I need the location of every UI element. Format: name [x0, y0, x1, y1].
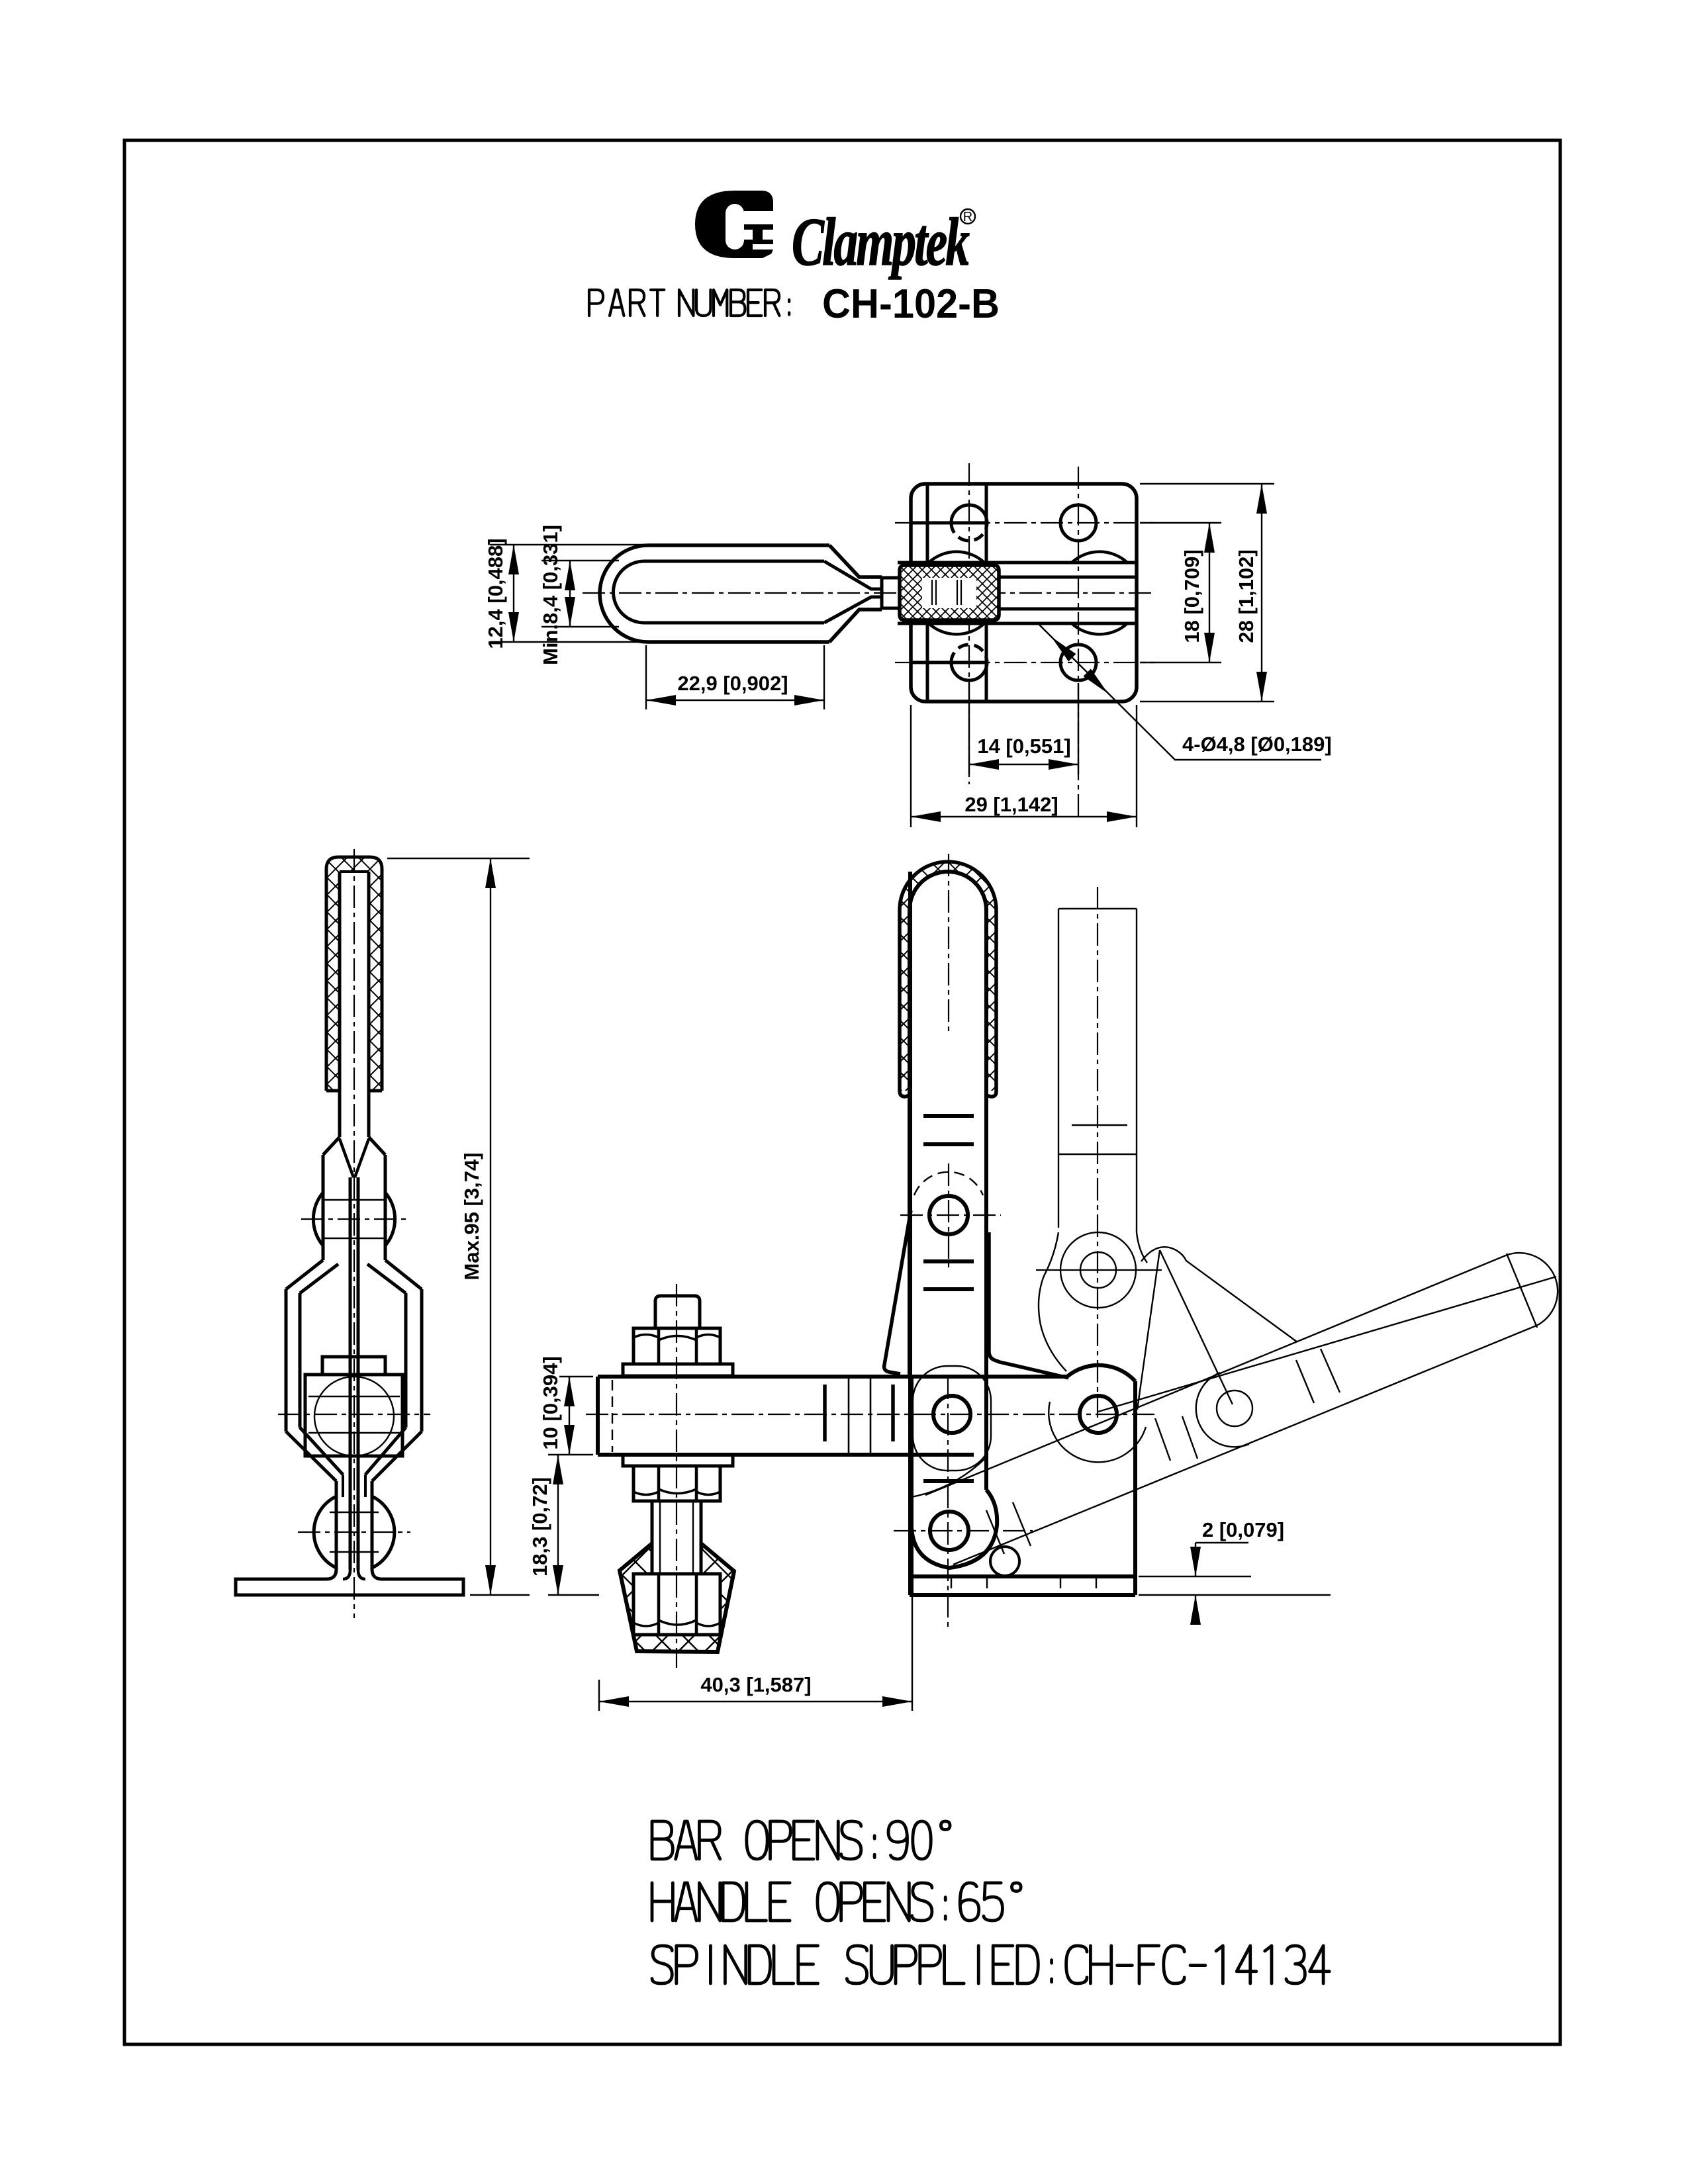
svg-text:22,9 [0,902]: 22,9 [0,902]: [677, 672, 788, 695]
svg-text:18,3 [0,72]: 18,3 [0,72]: [528, 1477, 551, 1576]
svg-text:2 [0,079]: 2 [0,079]: [1202, 1518, 1284, 1541]
svg-text:4-Ø4,8 [Ø0,189]: 4-Ø4,8 [Ø0,189]: [1182, 733, 1332, 756]
svg-text:12,4 [0,488]: 12,4 [0,488]: [484, 538, 507, 649]
svg-text:40,3 [1,587]: 40,3 [1,587]: [700, 1673, 811, 1696]
svg-text:29 [1,142]: 29 [1,142]: [964, 793, 1058, 816]
svg-text:Clamptek: Clamptek: [792, 205, 969, 280]
svg-text:28 [1,102]: 28 [1,102]: [1235, 549, 1258, 643]
svg-text:18 [0,709]: 18 [0,709]: [1180, 549, 1203, 643]
svg-text:Min.8,4 [0,331]: Min.8,4 [0,331]: [539, 525, 562, 665]
svg-text:R: R: [963, 210, 972, 224]
svg-text:14 [0,551]: 14 [0,551]: [977, 735, 1070, 758]
svg-text:10 [0,394]: 10 [0,394]: [539, 1356, 562, 1449]
svg-text:Max.95 [3,74]: Max.95 [3,74]: [460, 1153, 483, 1281]
svg-text:CH-102-B: CH-102-B: [822, 281, 1000, 327]
